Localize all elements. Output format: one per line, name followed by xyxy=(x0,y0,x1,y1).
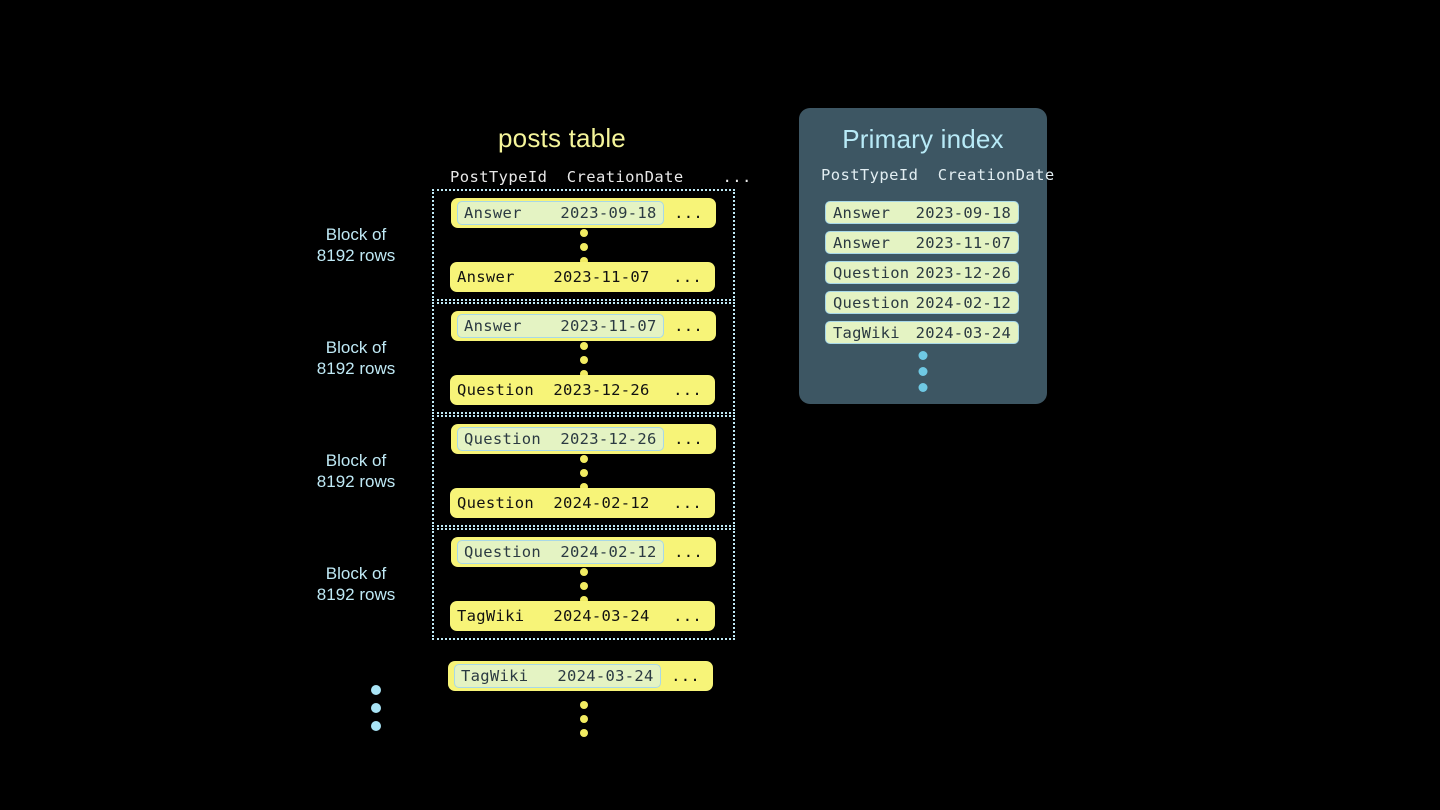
block-label: Block of 8192 rows xyxy=(316,564,396,604)
block-label: Block of 8192 rows xyxy=(316,338,396,378)
row-continuation-dots xyxy=(579,342,588,378)
row-ellipsis: ... xyxy=(674,317,703,335)
dot-icon xyxy=(579,370,588,378)
table-row[interactable]: Answer 2023-11-07 ... xyxy=(451,311,716,341)
row-ellipsis: ... xyxy=(674,430,703,448)
dot-icon xyxy=(579,701,588,709)
dot-icon xyxy=(371,685,381,695)
table-row[interactable]: Answer 2023-09-18 ... xyxy=(451,198,716,228)
block-label: Block of 8192 rows xyxy=(316,225,396,265)
dot-icon xyxy=(579,469,588,477)
dot-icon xyxy=(579,455,588,463)
posts-table-section: posts table PostTypeId CreationDate ... … xyxy=(317,110,752,760)
dot-icon xyxy=(579,356,588,364)
dot-icon xyxy=(371,703,381,713)
dot-icon xyxy=(579,342,588,350)
row-ellipsis: ... xyxy=(674,543,703,561)
primary-index-column-headers: PostTypeId CreationDate xyxy=(821,166,1055,184)
posts-table-blocks: Block of 8192 rows Answer 2023-09-18 ...… xyxy=(317,189,735,641)
index-post-type-id: Question xyxy=(833,263,910,282)
row-continuation-dots xyxy=(579,229,588,265)
row-key-plain: TagWiki 2024-03-24 xyxy=(457,607,650,625)
index-post-type-id: Question xyxy=(833,293,910,312)
row-ellipsis: ... xyxy=(673,607,702,625)
block-label: Block of 8192 rows xyxy=(316,451,396,491)
primary-index-title: Primary index xyxy=(842,124,1004,154)
index-post-type-id: TagWiki xyxy=(833,323,900,342)
index-post-type-id: Answer xyxy=(833,203,891,222)
dot-icon xyxy=(918,367,928,376)
index-row[interactable]: Answer 2023-09-18 xyxy=(825,201,1019,224)
dot-icon xyxy=(579,715,588,723)
table-block: Block of 8192 rows Question 2024-02-12 .… xyxy=(317,528,735,640)
table-block: Block of 8192 rows Answer 2023-09-18 ...… xyxy=(317,189,735,301)
dot-icon xyxy=(579,729,588,737)
row-continuation-dots xyxy=(579,568,588,604)
primary-index-rows: Answer 2023-09-18 Answer 2023-11-07 Ques… xyxy=(825,201,1019,344)
table-row[interactable]: Question 2023-12-26 ... xyxy=(450,375,715,405)
posts-table-column-headers: PostTypeId CreationDate ... xyxy=(450,168,752,186)
primary-index-panel: Primary index PostTypeId CreationDate An… xyxy=(799,108,1054,404)
dot-icon xyxy=(918,351,928,360)
table-block: Block of 8192 rows Answer 2023-11-07 ...… xyxy=(317,302,735,414)
table-continuation-dots xyxy=(432,701,735,737)
row-key-plain: Question 2024-02-12 xyxy=(457,494,650,512)
dot-icon xyxy=(918,383,928,392)
table-row[interactable]: Question 2023-12-26 ... xyxy=(451,424,716,454)
row-key-plain: Answer 2023-11-07 xyxy=(457,268,650,286)
row-continuation-dots xyxy=(579,455,588,491)
dot-icon xyxy=(579,243,588,251)
blocks-continuation-dots xyxy=(370,685,382,731)
row-key-highlight: Question 2024-02-12 xyxy=(457,540,664,564)
row-key-highlight: Answer 2023-09-18 xyxy=(457,201,664,225)
table-block: Block of 8192 rows Question 2023-12-26 .… xyxy=(317,415,735,527)
row-ellipsis: ... xyxy=(673,381,702,399)
index-creation-date: 2023-11-07 xyxy=(915,233,1011,252)
index-continuation-dots xyxy=(918,351,928,392)
index-creation-date: 2023-09-18 xyxy=(915,203,1011,222)
row-key-highlight: Answer 2023-11-07 xyxy=(457,314,664,338)
dot-icon xyxy=(579,483,588,491)
table-row[interactable]: Answer 2023-11-07 ... xyxy=(450,262,715,292)
row-key-highlight: Question 2023-12-26 xyxy=(457,427,664,451)
row-ellipsis: ... xyxy=(673,494,702,512)
index-creation-date: 2024-03-24 xyxy=(915,323,1011,342)
row-ellipsis: ... xyxy=(674,204,703,222)
index-row[interactable]: Question 2024-02-12 xyxy=(825,291,1019,314)
dot-icon xyxy=(579,257,588,265)
row-key-plain: Question 2023-12-26 xyxy=(457,381,650,399)
dot-icon xyxy=(579,596,588,604)
dot-icon xyxy=(579,582,588,590)
index-creation-date: 2024-02-12 xyxy=(915,293,1011,312)
dot-icon xyxy=(371,721,381,731)
index-row[interactable]: TagWiki 2024-03-24 xyxy=(825,321,1019,344)
index-creation-date: 2023-12-26 xyxy=(915,263,1011,282)
posts-table-title: posts table xyxy=(498,123,626,153)
row-key-highlight: TagWiki 2024-03-24 xyxy=(454,664,661,688)
index-row[interactable]: Question 2023-12-26 xyxy=(825,261,1019,284)
trailing-table-row-wrap: TagWiki 2024-03-24 ... xyxy=(432,661,735,691)
dot-icon xyxy=(579,568,588,576)
index-post-type-id: Answer xyxy=(833,233,891,252)
table-row[interactable]: TagWiki 2024-03-24 ... xyxy=(448,661,713,691)
table-row[interactable]: Question 2024-02-12 ... xyxy=(450,488,715,518)
table-row[interactable]: TagWiki 2024-03-24 ... xyxy=(450,601,715,631)
index-row[interactable]: Answer 2023-11-07 xyxy=(825,231,1019,254)
table-row[interactable]: Question 2024-02-12 ... xyxy=(451,537,716,567)
row-ellipsis: ... xyxy=(673,268,702,286)
row-ellipsis: ... xyxy=(671,667,700,685)
dot-icon xyxy=(579,229,588,237)
